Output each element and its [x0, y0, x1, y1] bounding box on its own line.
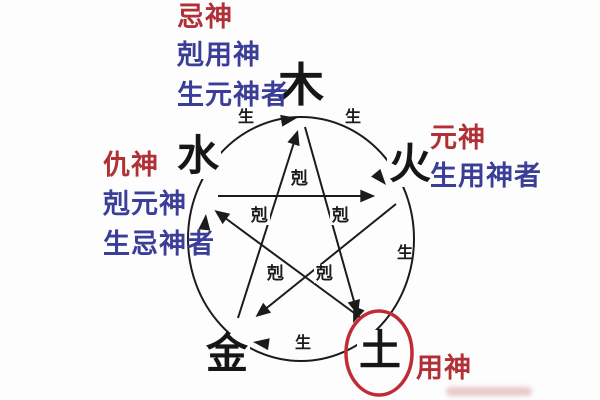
arrowhead-metal-to-water: [198, 214, 211, 231]
generation-cycle-circle: [187, 116, 415, 362]
earth-highlight-circle: [344, 309, 414, 397]
control-line-fire-to-metal: [255, 203, 397, 317]
control-line-metal-to-wood: [237, 129, 300, 319]
annotation-useful-god: 用神: [416, 353, 472, 383]
element-fire: 火: [387, 142, 434, 188]
ke-label-bottom-right: 剋: [314, 264, 335, 283]
ke-label-left: 剋: [249, 206, 270, 225]
element-water: 水: [175, 134, 222, 180]
annotation-enemy-god: 仇神: [103, 150, 159, 180]
control-line-earth-to-water: [214, 210, 362, 319]
annotation-enemy-god-overcomes: 剋元神: [103, 189, 187, 219]
annotation-enemy-god-generates: 生忌神者: [103, 229, 215, 259]
watermark-smudge: [446, 387, 532, 396]
annotation-taboo-god-generates: 生元神者: [177, 80, 289, 110]
sheng-label-water-wood: 生: [238, 109, 255, 126]
sheng-label-wood-fire: 生: [345, 109, 362, 126]
arrowhead-wood-to-fire: [371, 168, 386, 185]
annotation-origin-god: 元神: [430, 123, 486, 153]
ke-label-bottom-left: 剋: [265, 264, 286, 283]
annotation-taboo-god: 忌神: [177, 2, 233, 32]
element-metal: 金: [204, 332, 251, 378]
arrowhead-earth-to-metal: [253, 338, 270, 351]
sheng-label-earth-metal: 生: [295, 335, 312, 352]
ke-label-right: 剋: [330, 206, 351, 225]
sheng-label-fire-earth: 生: [397, 245, 414, 262]
element-wood: 木: [276, 60, 326, 111]
element-earth: 土: [357, 329, 404, 375]
annotation-taboo-god-overcomes: 剋用神: [177, 40, 261, 70]
ke-label-center-top: 剋: [289, 169, 310, 188]
annotation-origin-god-generates: 生用神者: [430, 161, 542, 191]
arrowhead-water-to-wood: [280, 114, 297, 127]
